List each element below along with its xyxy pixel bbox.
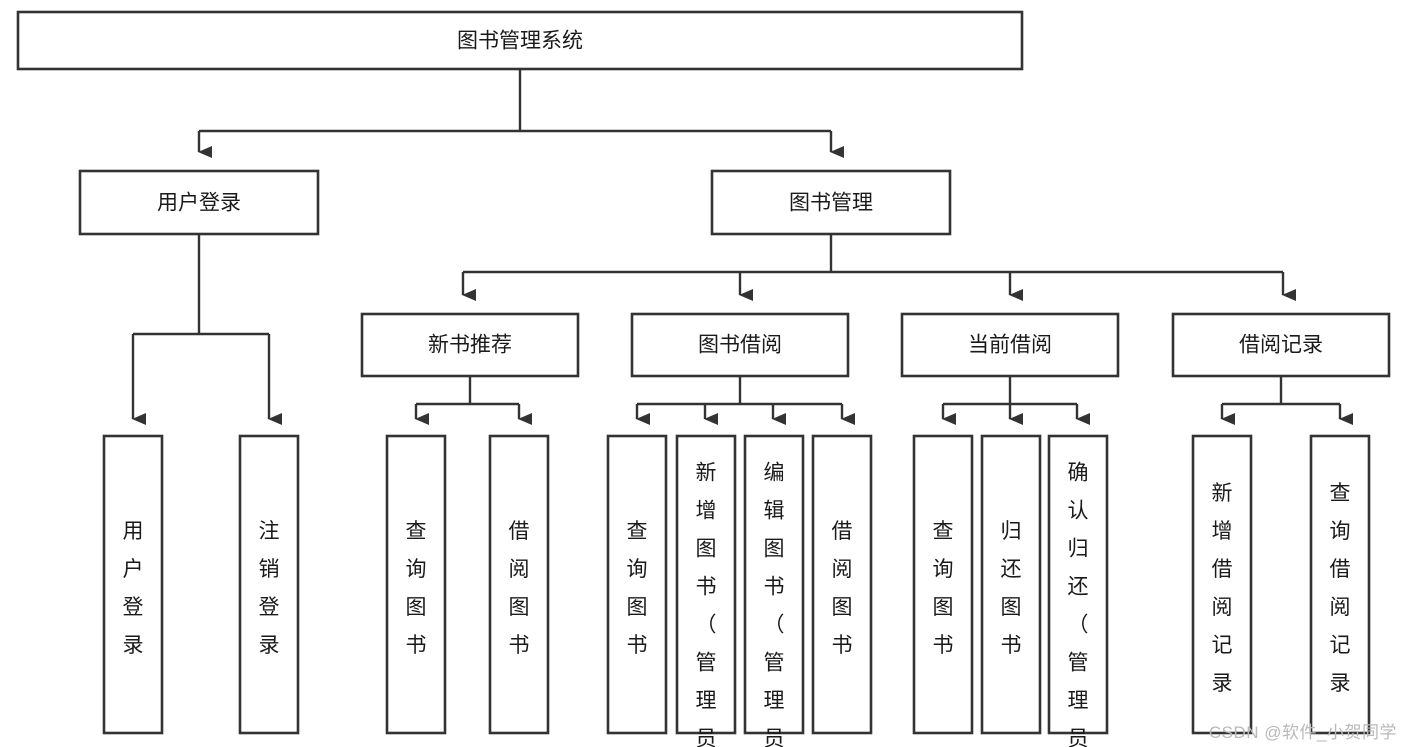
borrow-record-box[interactable] [1171, 312, 1391, 378]
node-leaf-query-book-3[interactable]: 查询图书 [912, 434, 974, 735]
leaf-borrow-book-2-label: 借阅图书 [832, 520, 853, 657]
borrow-record-label: 借阅记录 [1239, 334, 1323, 357]
leaf-user-login-box[interactable] [102, 434, 164, 735]
leaf-add-book-admin-box[interactable] [675, 434, 737, 735]
current-borrow-label: 当前借阅 [968, 334, 1052, 357]
node-borrow-record[interactable]: 借阅记录 [1171, 312, 1391, 378]
book-borrow-box[interactable] [630, 312, 850, 378]
node-leaf-borrow-book-2[interactable]: 借阅图书 [811, 434, 873, 735]
leaves-layer: 用户登录 注销登录 查询图书 借阅图书 查询图书 新增图书（管理员） 编辑图书（… [102, 434, 1371, 747]
leaf-query-borrow-record-label: 查询借阅记录 [1330, 482, 1351, 695]
node-root[interactable]: 图书管理系统 [16, 10, 1024, 71]
node-leaf-edit-book-admin[interactable]: 编辑图书（管理员） [743, 434, 805, 747]
leaf-add-borrow-record-label: 新增借阅记录 [1212, 482, 1233, 695]
node-leaf-return-book[interactable]: 归还图书 [980, 434, 1042, 735]
leaf-query-book-2-label: 查询图书 [627, 520, 648, 657]
leaf-confirm-return-admin-label: 确认归还（管理员） [1068, 462, 1089, 747]
leaf-user-login-label: 用户登录 [123, 520, 144, 657]
user-login-label: 用户登录 [157, 192, 241, 215]
leaf-query-book-3-box[interactable] [912, 434, 974, 735]
node-leaf-logout-login[interactable]: 注销登录 [238, 434, 300, 735]
node-current-borrow[interactable]: 当前借阅 [900, 312, 1120, 378]
leaf-borrow-book-1-label: 借阅图书 [509, 520, 530, 657]
node-user-login[interactable]: 用户登录 [78, 169, 320, 236]
root-box[interactable] [16, 10, 1024, 71]
root-label: 图书管理系统 [457, 30, 583, 53]
node-book-manage[interactable]: 图书管理 [710, 169, 952, 236]
leaf-add-borrow-record-box[interactable] [1191, 434, 1253, 735]
current-borrow-box[interactable] [900, 312, 1120, 378]
leaf-borrow-book-2-box[interactable] [811, 434, 873, 735]
leaf-logout-login-label: 注销登录 [259, 520, 280, 657]
node-leaf-add-borrow-record[interactable]: 新增借阅记录 [1191, 434, 1253, 735]
leaf-query-borrow-record-box[interactable] [1309, 434, 1371, 735]
node-new-book-recommend[interactable]: 新书推荐 [360, 312, 580, 378]
book-borrow-label: 图书借阅 [698, 334, 782, 357]
node-leaf-borrow-book-1[interactable]: 借阅图书 [488, 434, 550, 735]
leaf-query-book-2-box[interactable] [606, 434, 668, 735]
leaf-edit-book-admin-box[interactable] [743, 434, 805, 735]
edges-layer [131, 69, 1353, 425]
leaf-add-book-admin-label: 新增图书（管理员） [696, 462, 717, 747]
leaf-confirm-return-admin-box[interactable] [1047, 434, 1109, 735]
leaf-query-book-1-box[interactable] [385, 434, 447, 735]
node-book-borrow[interactable]: 图书借阅 [630, 312, 850, 378]
leaf-edit-book-admin-label: 编辑图书（管理员） [764, 462, 785, 747]
leaf-query-book-1-label: 查询图书 [406, 520, 427, 657]
new-book-recommend-label: 新书推荐 [428, 334, 512, 357]
user-login-box[interactable] [78, 169, 320, 236]
leaf-borrow-book-1-box[interactable] [488, 434, 550, 735]
book-manage-label: 图书管理 [789, 192, 873, 215]
leaf-return-book-label: 归还图书 [1001, 520, 1022, 657]
leaf-return-book-box[interactable] [980, 434, 1042, 735]
node-leaf-query-book-2[interactable]: 查询图书 [606, 434, 668, 735]
node-leaf-user-login[interactable]: 用户登录 [102, 434, 164, 735]
book-manage-box[interactable] [710, 169, 952, 236]
node-leaf-confirm-return-admin[interactable]: 确认归还（管理员） [1047, 434, 1109, 747]
leaf-logout-login-box[interactable] [238, 434, 300, 735]
leaf-query-book-3-label: 查询图书 [933, 520, 954, 657]
node-leaf-query-book-1[interactable]: 查询图书 [385, 434, 447, 735]
new-book-recommend-box[interactable] [360, 312, 580, 378]
node-leaf-query-borrow-record[interactable]: 查询借阅记录 [1309, 434, 1371, 735]
node-leaf-add-book-admin[interactable]: 新增图书（管理员） [675, 434, 737, 747]
